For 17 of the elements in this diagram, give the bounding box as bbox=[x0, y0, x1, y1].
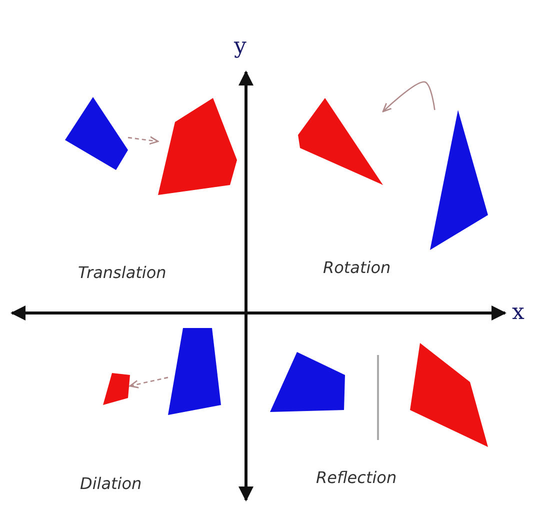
quadrilateral-shape bbox=[168, 328, 221, 415]
quadrilateral-shape bbox=[410, 343, 488, 447]
quadrilateral-shape bbox=[430, 110, 488, 250]
arrow bbox=[128, 136, 159, 145]
quadrilateral-shape bbox=[103, 373, 130, 405]
quadrant-label: Dilation bbox=[80, 474, 142, 493]
quadrilateral-shape bbox=[298, 98, 383, 185]
axis-label: y bbox=[234, 34, 246, 59]
quadrant-label: Translation bbox=[78, 263, 166, 282]
quadrilateral-shape bbox=[158, 98, 237, 195]
axis-label: x bbox=[512, 300, 524, 325]
quadrilateral-shape bbox=[270, 352, 345, 412]
quadrant-label: Reflection bbox=[316, 468, 397, 487]
quadrilateral-shape bbox=[65, 97, 128, 170]
arrow bbox=[129, 376, 168, 388]
arrow bbox=[382, 81, 436, 112]
quadrant-label: Rotation bbox=[323, 258, 391, 277]
